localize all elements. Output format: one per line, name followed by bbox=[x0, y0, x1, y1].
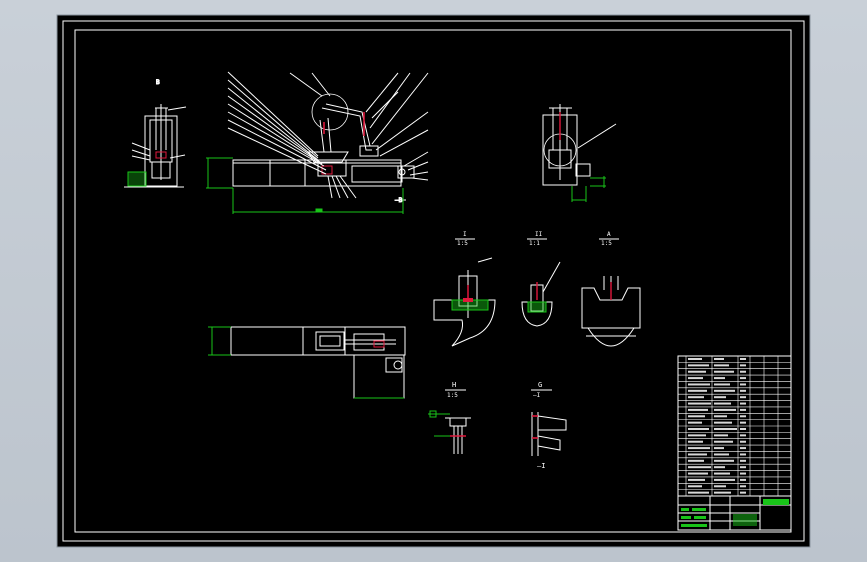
parts-list-cell-text bbox=[740, 408, 746, 411]
section-ii-name: II bbox=[535, 231, 543, 238]
section-g-name: G bbox=[538, 381, 542, 389]
parts-list-cell-text bbox=[714, 364, 729, 367]
section-a-scale: 1:5 bbox=[601, 240, 612, 247]
section-g: G —I —I bbox=[531, 381, 567, 470]
section-ii: II 1:1 bbox=[521, 231, 561, 327]
parts-list-cell-text bbox=[740, 402, 746, 405]
section-a: A 1:5 bbox=[581, 231, 641, 347]
parts-list-cell-text bbox=[714, 434, 728, 437]
section-i-name: I bbox=[463, 231, 467, 238]
parts-list-cell-text bbox=[714, 415, 727, 418]
parts-list-cell-text bbox=[714, 491, 731, 494]
parts-list-cell-text bbox=[740, 370, 746, 373]
front-view: —B bbox=[227, 71, 429, 205]
top-view-dimensions bbox=[208, 326, 404, 399]
view-label-b: B bbox=[156, 79, 160, 86]
parts-list-cell-text bbox=[740, 453, 746, 456]
right-side-view-dimensions bbox=[571, 176, 606, 202]
view-tag-b: —B bbox=[395, 197, 403, 204]
drawing-paper bbox=[56, 14, 811, 548]
parts-list-cell-text bbox=[740, 364, 746, 367]
parts-list-cell-text bbox=[688, 396, 704, 399]
parts-list-cell-text bbox=[688, 447, 710, 450]
parts-list-cell-text bbox=[740, 440, 746, 443]
parts-list-cell-text bbox=[740, 415, 746, 418]
parts-list-cell-text bbox=[688, 491, 709, 494]
parts-list-cell-text bbox=[688, 485, 702, 488]
parts-list-cell-text bbox=[688, 440, 703, 443]
parts-list-cell-text bbox=[740, 389, 746, 392]
parts-list-cell-text bbox=[714, 472, 730, 475]
parts-list-cell-text bbox=[740, 459, 746, 462]
parts-list-cell-text bbox=[714, 383, 730, 386]
parts-list-cell-text bbox=[688, 377, 703, 380]
parts-list-cell-text bbox=[714, 453, 729, 456]
section-g-tag: —I bbox=[537, 462, 545, 470]
parts-list-cell-text bbox=[740, 485, 746, 488]
parts-list-cell-text bbox=[714, 478, 735, 481]
parts-list-cell-text bbox=[714, 402, 731, 405]
parts-list-cell-text bbox=[714, 389, 735, 392]
parts-list-cell-text bbox=[740, 377, 746, 380]
parts-list-cell-text bbox=[688, 358, 702, 360]
section-i-scale: 1:5 bbox=[457, 240, 468, 247]
parts-list-cell-text bbox=[688, 408, 708, 411]
outer-border bbox=[62, 20, 805, 542]
parts-list-cell-text bbox=[714, 459, 734, 462]
parts-list-cell-text bbox=[688, 478, 705, 481]
parts-list-cell-text bbox=[714, 428, 737, 430]
parts-list-cell-text bbox=[740, 396, 746, 399]
title-block bbox=[677, 495, 792, 531]
inner-frame bbox=[74, 29, 792, 533]
side-view-b: B bbox=[124, 79, 187, 188]
parts-list-cell-text bbox=[688, 415, 705, 418]
section-ii-scale: 1:1 bbox=[529, 240, 540, 247]
parts-list-cell-text bbox=[740, 466, 746, 469]
section-h: H 1:5 bbox=[428, 381, 471, 454]
parts-list-cell-text bbox=[688, 434, 706, 437]
parts-list-cell-text bbox=[688, 370, 706, 373]
parts-list-cell-text bbox=[740, 447, 746, 450]
parts-list-cell-text bbox=[688, 389, 707, 392]
parts-list-cell-text bbox=[714, 447, 724, 450]
parts-list-cell-text bbox=[714, 440, 733, 443]
parts-list-cell-text bbox=[740, 428, 746, 430]
parts-list-cell-text bbox=[714, 370, 734, 373]
parts-list-cell-text bbox=[688, 364, 709, 367]
parts-list-cell-text bbox=[740, 383, 746, 386]
parts-list-cell-text bbox=[688, 453, 707, 456]
parts-list-cell-text bbox=[688, 466, 711, 469]
parts-list-cell-text bbox=[740, 472, 746, 475]
parts-list-cell-text bbox=[714, 377, 725, 380]
parts-list-cell-text bbox=[714, 396, 726, 399]
front-view-dimensions bbox=[206, 157, 404, 214]
section-g-scale: —I bbox=[533, 392, 541, 399]
parts-list-cell-text bbox=[740, 358, 746, 360]
parts-list-cell-text bbox=[714, 358, 724, 360]
parts-list-cell-text bbox=[740, 491, 746, 494]
section-i: I 1:5 bbox=[433, 231, 496, 347]
top-view bbox=[230, 326, 406, 399]
parts-list-cell-text bbox=[714, 466, 725, 469]
parts-list-cell-text bbox=[688, 421, 702, 424]
parts-list-cell-text bbox=[688, 472, 708, 475]
section-a-name: A bbox=[607, 231, 611, 238]
parts-list-cell-text bbox=[714, 485, 726, 488]
section-h-scale: 1:5 bbox=[447, 392, 458, 399]
parts-list-cell-text bbox=[688, 383, 710, 386]
right-side-view bbox=[542, 104, 617, 186]
section-h-name: H bbox=[452, 381, 456, 389]
parts-list-cell-text bbox=[740, 421, 746, 424]
parts-list-cell-text bbox=[714, 408, 736, 411]
parts-list-cell-text bbox=[688, 459, 704, 462]
parts-list-cell-text bbox=[740, 434, 746, 437]
parts-list-cell-text bbox=[688, 402, 711, 405]
parts-list-cell-text bbox=[688, 428, 709, 430]
parts-list-cell-text bbox=[714, 421, 732, 424]
parts-list-table bbox=[677, 355, 792, 497]
parts-list-cell-text bbox=[740, 478, 746, 481]
